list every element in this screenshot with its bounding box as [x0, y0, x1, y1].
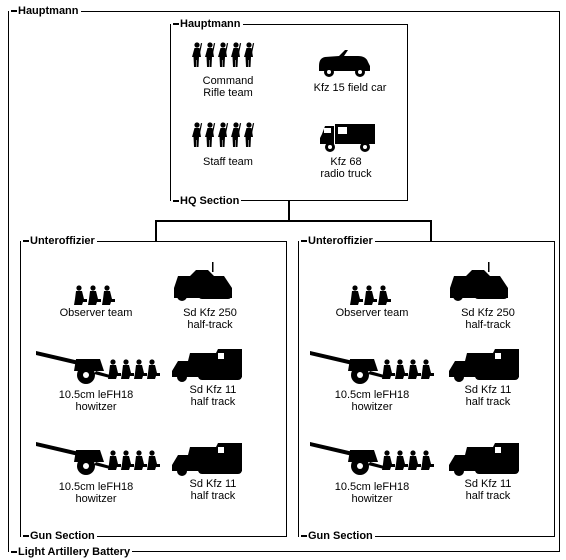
sdkfz11-right-2-label: Sd Kfz 11 half track [464, 478, 512, 502]
observer-team-right-label: Observer team [335, 307, 409, 319]
field-car-icon [319, 50, 370, 77]
battery-frame [8, 11, 560, 552]
command-rifle-team-label: Command Rifle team [202, 75, 254, 99]
sdkfz11-2-icon [172, 443, 242, 476]
gun-section-left-title: Unteroffizier [21, 235, 97, 247]
branch-line [155, 220, 431, 222]
sdkfz11-right-1-icon [449, 349, 519, 382]
sdkfz11-right-2-icon [449, 443, 519, 476]
hq-title: Hauptmann [171, 18, 243, 30]
staff-team-icon [192, 122, 255, 147]
hq-connector [288, 201, 290, 221]
howitzer-right-1-label: 10.5cm leFH18 howitzer [334, 389, 410, 413]
radio-truck-label: Kfz 68 radio truck [320, 156, 372, 180]
sdkfz11-right-1-label: Sd Kfz 11 half track [464, 384, 512, 408]
command-rifle-team-icon [192, 42, 255, 67]
howitzer-2-icon [36, 442, 166, 475]
radio-truck-icon [320, 124, 375, 152]
staff-team-label: Staff team [203, 156, 253, 168]
observer-team-label: Observer team [59, 307, 133, 319]
gun-section-right-footer: Gun Section [299, 530, 375, 542]
left-branch [155, 220, 157, 241]
howitzer-2-label: 10.5cm leFH18 howitzer [58, 481, 134, 505]
sdkfz11-1-icon [172, 349, 242, 382]
sdkfz250-right-icon [450, 262, 508, 301]
right-branch [430, 220, 432, 241]
sdkfz250-right-label: Sd Kfz 250 half-track [461, 307, 515, 331]
sdkfz11-2-label: Sd Kfz 11 half track [189, 478, 237, 502]
howitzer-right-1-icon [310, 351, 440, 384]
hq-footer: HQ Section [171, 195, 242, 207]
sdkfz250-label: Sd Kfz 250 half-track [183, 307, 237, 331]
gun-section-left-box [20, 241, 287, 537]
gun-section-right-box [298, 241, 555, 537]
gun-section-left-footer: Gun Section [21, 530, 97, 542]
howitzer-1-icon [36, 351, 166, 384]
sdkfz11-1-label: Sd Kfz 11 half track [189, 384, 237, 408]
howitzer-right-2-icon [310, 442, 440, 475]
howitzer-1-label: 10.5cm leFH18 howitzer [58, 389, 134, 413]
battery-footer: Light Artillery Battery [9, 546, 133, 558]
field-car-label: Kfz 15 field car [313, 82, 387, 94]
sdkfz250-icon [174, 262, 232, 301]
howitzer-right-2-label: 10.5cm leFH18 howitzer [334, 481, 410, 505]
battery-title: Hauptmann [9, 5, 81, 17]
gun-section-right-title: Unteroffizier [299, 235, 375, 247]
hq-section-box [170, 24, 408, 201]
